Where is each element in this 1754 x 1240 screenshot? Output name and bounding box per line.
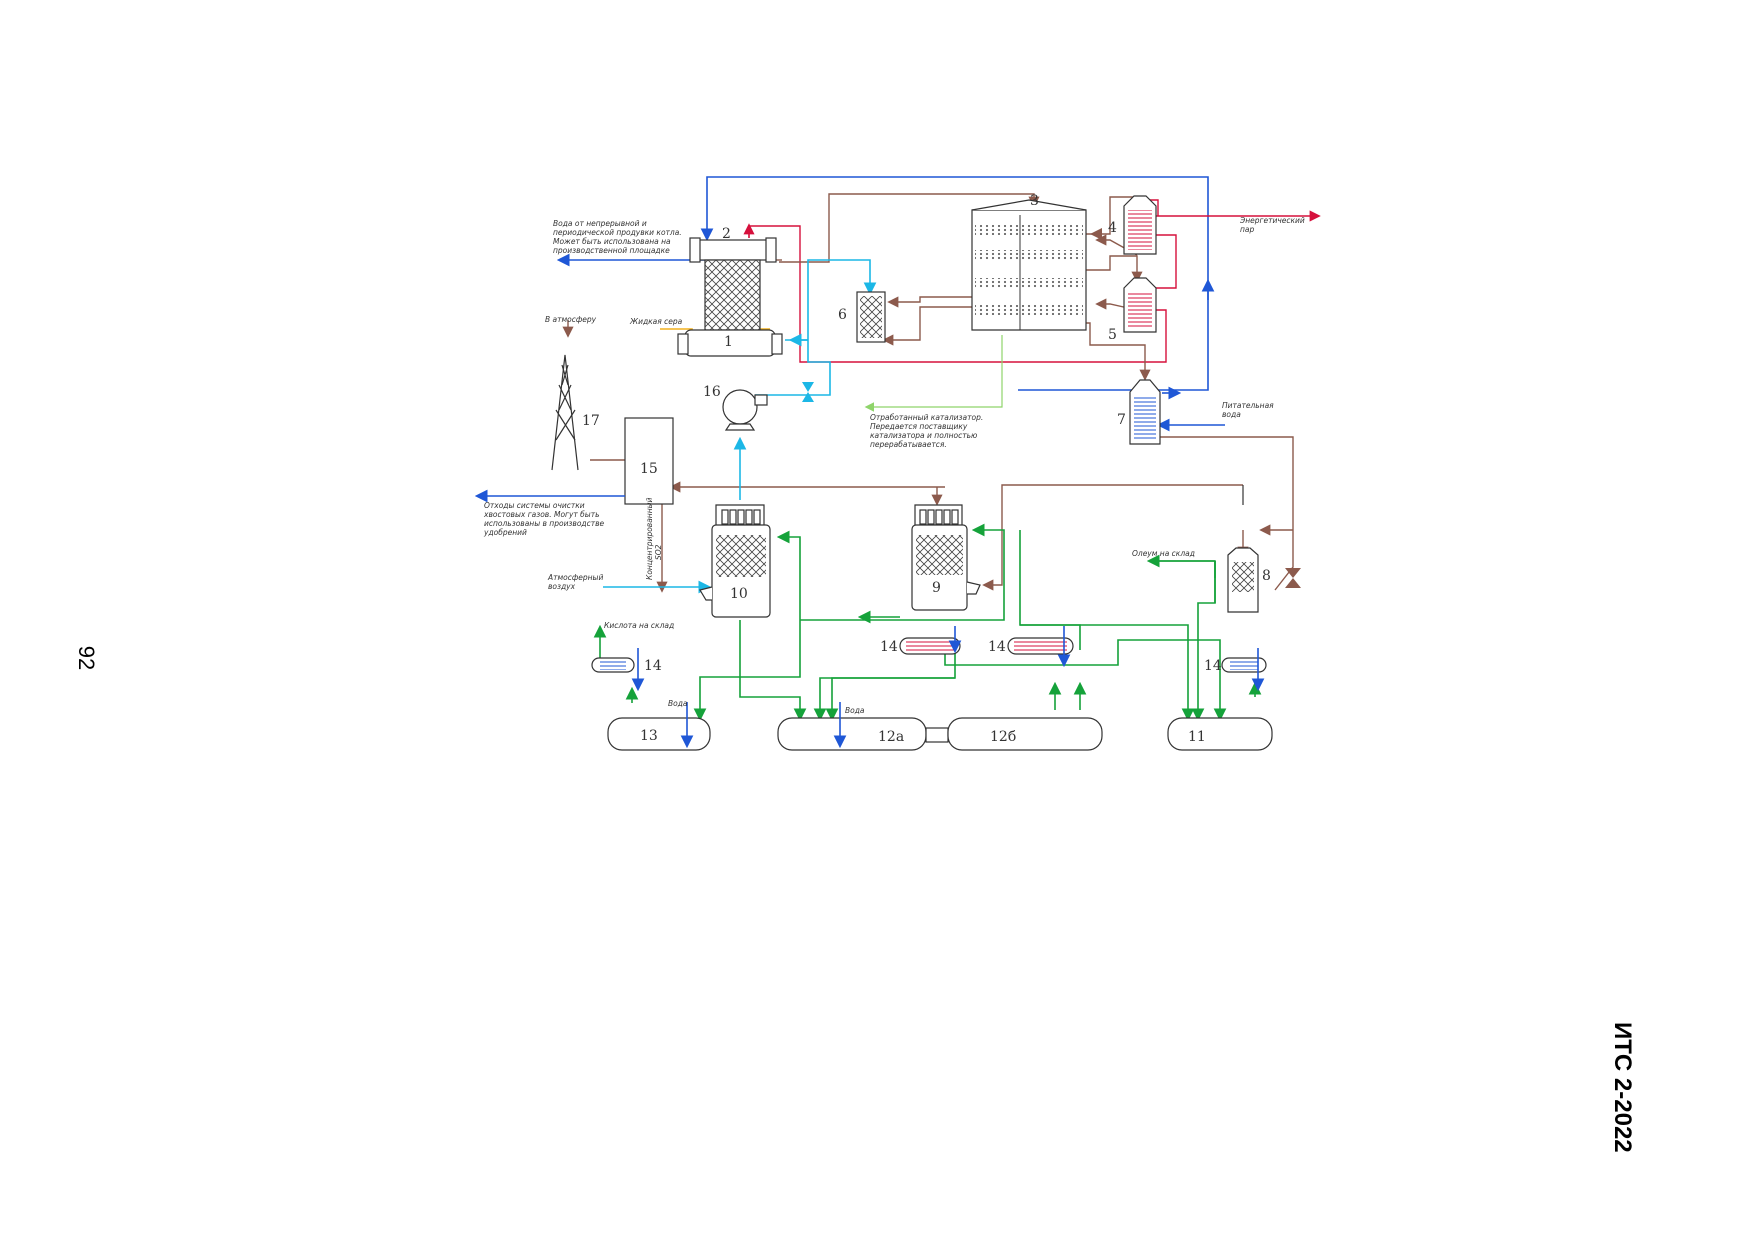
steam-line [743,199,1321,363]
heat-exchanger-4 [1123,195,1157,255]
note-energy-steam: Энергетический пар [1239,216,1307,234]
heat-exchanger-6 [856,291,886,343]
tank-connector [925,727,949,743]
sulfur-furnace-1 [677,329,783,357]
note-feed-water: Питательная вода [1222,401,1276,419]
spent-catalyst-line [864,335,1003,412]
acid-cooler-14-mid1 [899,637,961,655]
note-water-13: Вода [668,699,688,708]
absorption-tower-9 [911,504,981,611]
valve-icon [1285,568,1301,588]
note-concentrated-so2: Концентрированный SO2 [645,495,663,580]
label-12a: 12а [878,729,904,745]
waste-heat-boiler-2 [689,237,777,331]
label-3: 3 [1030,193,1039,209]
air-blower-16 [722,389,768,431]
note-tail-gas-waste: Отходы системы очистки хвостовых газов. … [483,501,607,537]
label-17: 17 [582,413,600,429]
label-14-mid2: 14 [988,639,1006,655]
heat-exchanger-5 [1123,277,1157,333]
label-14-left: 14 [644,658,662,674]
acid-line [593,523,1262,722]
note-water-12a: Вода [845,706,865,715]
converter-3 [971,199,1087,331]
note-blowdown-water: Вода от непрерывной и периодической прод… [553,219,684,255]
label-15: 15 [640,461,658,477]
label-11: 11 [1188,729,1206,745]
label-16: 16 [703,384,721,400]
label-7: 7 [1117,412,1126,428]
note-oleum-to-storage: Олеум на склад [1132,549,1195,558]
label-5: 5 [1108,327,1117,343]
note-acid-to-storage: Кислота на склад [604,621,674,630]
label-13: 13 [640,728,658,744]
label-10: 10 [730,586,748,602]
label-4: 4 [1108,220,1117,236]
label-14-mid1: 14 [880,639,898,655]
stack-17 [551,354,579,471]
acid-cooler-14-mid2 [1007,637,1074,655]
tank-12b [947,717,1103,751]
tail-gas-unit-15 [624,417,674,505]
oleum-absorber-8 [1227,547,1259,613]
economizer-7 [1129,379,1161,445]
valve-icon [1090,228,1102,240]
acid-cooler-14-left [591,657,635,673]
label-14-right: 14 [1204,658,1222,674]
tank-11 [1167,717,1273,751]
label-1: 1 [724,334,733,350]
acid-cooler-14-right [1221,657,1267,673]
label-2: 2 [722,226,731,242]
note-liquid-sulfur: Жидкая сера [629,317,683,326]
label-6: 6 [838,307,847,323]
note-spent-catalyst: Отработанный катализатор. Передается пос… [870,413,986,449]
note-to-atmosphere: В атмосферу [545,315,597,324]
tank-13 [607,717,711,751]
air-line [603,259,877,594]
note-atmospheric-air: Атмосферный воздух [547,573,606,591]
label-12b: 12б [990,729,1016,745]
label-8: 8 [1262,568,1271,584]
label-9: 9 [932,580,941,596]
drying-tower-10 [699,504,771,618]
valve-icon [802,382,814,402]
